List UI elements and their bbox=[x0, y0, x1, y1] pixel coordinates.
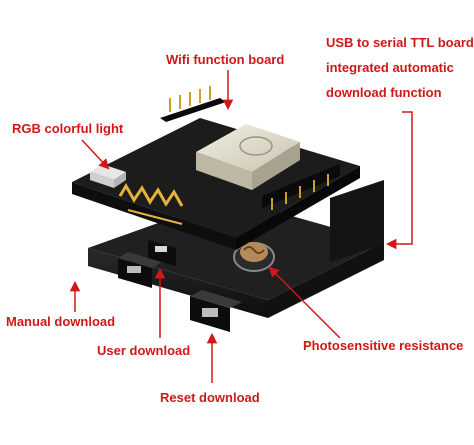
rgb-light-label: RGB colorful light bbox=[12, 121, 124, 136]
user-download-button bbox=[148, 240, 176, 266]
manual-download-label: Manual download bbox=[6, 314, 116, 329]
wifi-function-board bbox=[72, 86, 360, 250]
user-download-label: User download bbox=[97, 343, 191, 358]
antenna-trace bbox=[118, 183, 184, 225]
arrow-usb bbox=[385, 111, 413, 250]
reset-download-button bbox=[190, 290, 242, 332]
header-pins bbox=[160, 86, 340, 210]
reset-download-label: Reset download bbox=[160, 390, 260, 405]
photosensitive-label: Photosensitive resistance bbox=[303, 338, 464, 353]
manual-download-button bbox=[118, 252, 162, 288]
esp-module-shield bbox=[196, 124, 300, 190]
wifi-board-label: Wifi function board bbox=[166, 52, 285, 67]
arrow-photo bbox=[268, 266, 341, 339]
arrow-rgb bbox=[81, 139, 110, 170]
usb-ttl-label: USB to serial TTL board integrated autom… bbox=[326, 35, 474, 100]
photosensitive-resistor bbox=[233, 242, 275, 272]
annotation-arrows bbox=[69, 70, 413, 383]
